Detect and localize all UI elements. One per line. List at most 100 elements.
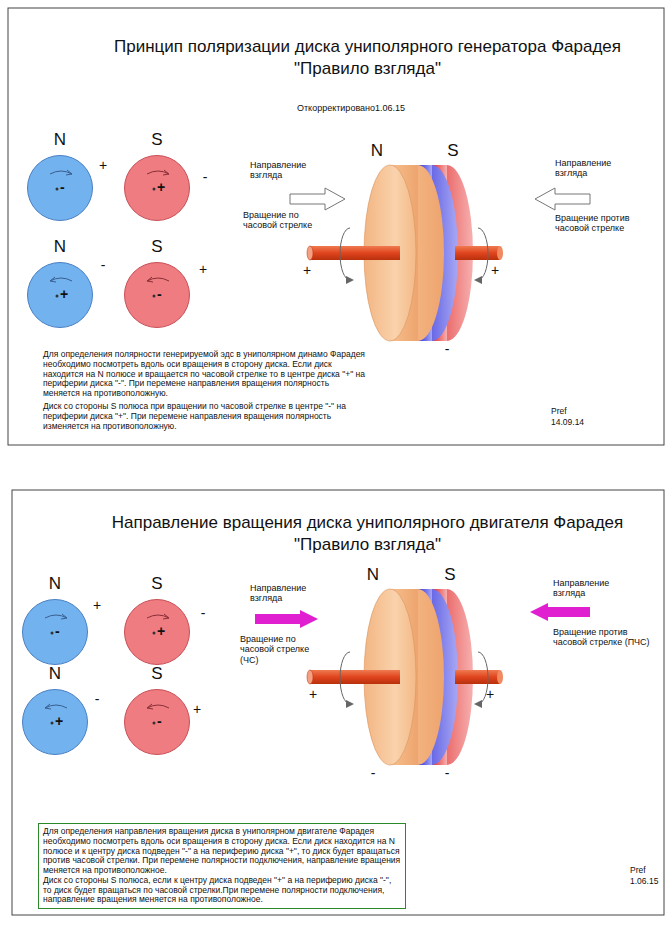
polarity-sign: - (90, 692, 104, 706)
center-dot (56, 188, 59, 191)
disc-illustration (455, 246, 500, 260)
polarity-sign: - (440, 766, 454, 780)
polarity-sign: - (196, 606, 210, 620)
pole-circle: N+ (22, 689, 88, 755)
rotation-arrow (61, 614, 67, 619)
text-box: Для определения направления вращения дис… (38, 823, 406, 909)
disc-illustration (478, 228, 488, 280)
date-note: 14.09.14 (551, 418, 601, 428)
panel-frame (12, 490, 664, 915)
polarity-sign: - (157, 714, 162, 728)
view-note: Направление взгляда (250, 583, 330, 604)
rotation-arrow (147, 171, 169, 174)
polarity-sign: - (157, 287, 162, 301)
pole-circle: S- (124, 262, 190, 328)
rotation-arrow (66, 170, 72, 175)
rotation-note: Вращение против часовой стрелке (555, 213, 655, 234)
rotation-arrow (147, 705, 169, 708)
pole-circle: S- (124, 689, 190, 755)
polarity-sign: - (198, 170, 212, 184)
polarity-sign: - (440, 342, 454, 356)
rotation-arrow (147, 615, 169, 618)
pole-letter: S (125, 131, 189, 148)
pole-letter: S (443, 142, 463, 159)
disc-illustration (497, 246, 503, 260)
polarity-sign: + (90, 598, 104, 612)
view-arrow (255, 610, 318, 628)
pole-circle: S+ (124, 155, 190, 221)
pole-letter: N (28, 131, 92, 148)
center-dot (153, 722, 156, 725)
rotation-arrow (50, 277, 56, 282)
polarity-sign: - (366, 766, 380, 780)
view-arrow (290, 188, 345, 210)
polarity-sign: + (300, 263, 314, 277)
view-arrow (255, 603, 590, 628)
pole-circle: N- (22, 599, 88, 665)
polarity-sign: + (488, 263, 502, 277)
rotation-arrow (163, 170, 169, 175)
pole-circle: N+ (27, 262, 93, 328)
pole-letter: N (367, 142, 387, 159)
view-arrow (290, 188, 590, 210)
polarity-sign: - (60, 180, 65, 194)
pole-letter: S (125, 575, 189, 592)
pole-circle: N- (27, 155, 93, 221)
rotation-note: Вращение против часовой стрелке (ПЧС) (553, 627, 653, 648)
explanation-text: Для определения полярности генерируемой … (43, 350, 368, 399)
rotation-arrow (147, 277, 153, 282)
polarity-sign: - (96, 258, 110, 272)
title: Направление вращения диска униполярного … (90, 512, 645, 556)
view-note: Направление взгляда (250, 160, 330, 181)
polarity-sign: + (196, 262, 210, 276)
polarity-sign: + (306, 687, 320, 701)
date-note: 1.06.15 (630, 877, 666, 887)
center-dot (56, 295, 59, 298)
panel-frame (8, 8, 664, 445)
revision-note: Откорректировано1.06.15 (297, 103, 417, 113)
disc-illustration (340, 228, 350, 280)
view-note: Направление взгляда (555, 158, 640, 179)
polarity-sign: + (60, 287, 68, 301)
pole-letter: N (23, 575, 87, 592)
rotation-arrow (45, 615, 67, 618)
explanation-text: Для определения направления вращения дис… (43, 827, 401, 876)
polarity-sign: + (190, 702, 204, 716)
author-note: Pref (630, 866, 666, 876)
rotation-arrow (163, 614, 169, 619)
rotation-arrow (147, 704, 153, 709)
view-arrow (530, 603, 590, 621)
rotation-arrow (50, 171, 72, 174)
disc-illustration (307, 246, 313, 260)
center-dot (153, 632, 156, 635)
rotation-arrow (45, 704, 51, 709)
polarity-sign: + (55, 714, 63, 728)
disc-illustration (310, 246, 400, 260)
polarity-sign: + (96, 158, 110, 172)
title: Принцип поляризации диска униполярного г… (90, 36, 645, 80)
disc-illustration (307, 589, 503, 765)
center-dot (153, 188, 156, 191)
disc-illustration (307, 165, 503, 341)
rotation-arrow (147, 278, 169, 281)
polarity-sign: + (157, 180, 165, 194)
explanation-text: Диск со стороны S полюса при вращении по… (43, 402, 368, 431)
center-dot (153, 295, 156, 298)
author-note: Pref (551, 407, 591, 417)
pole-circle: S+ (124, 599, 190, 665)
rotation-note: Вращение по часовой стрелке (243, 210, 323, 231)
pole-letter: N (28, 238, 92, 255)
polarity-sign: - (55, 624, 60, 638)
rotation-note: Вращение по часовой стрелке (ЧС) (240, 634, 320, 665)
rotation-arrow (50, 278, 72, 281)
center-dot (51, 632, 54, 635)
pole-letter: N (363, 566, 383, 583)
view-note: Направление взгляда (553, 578, 638, 599)
pole-letter: S (440, 566, 460, 583)
pole-letter: N (23, 665, 87, 682)
explanation-text: Диск со стороны S полюса, если к центру … (43, 876, 401, 905)
center-dot (51, 722, 54, 725)
rotation-arrow (45, 705, 67, 708)
pole-letter: S (125, 665, 189, 682)
